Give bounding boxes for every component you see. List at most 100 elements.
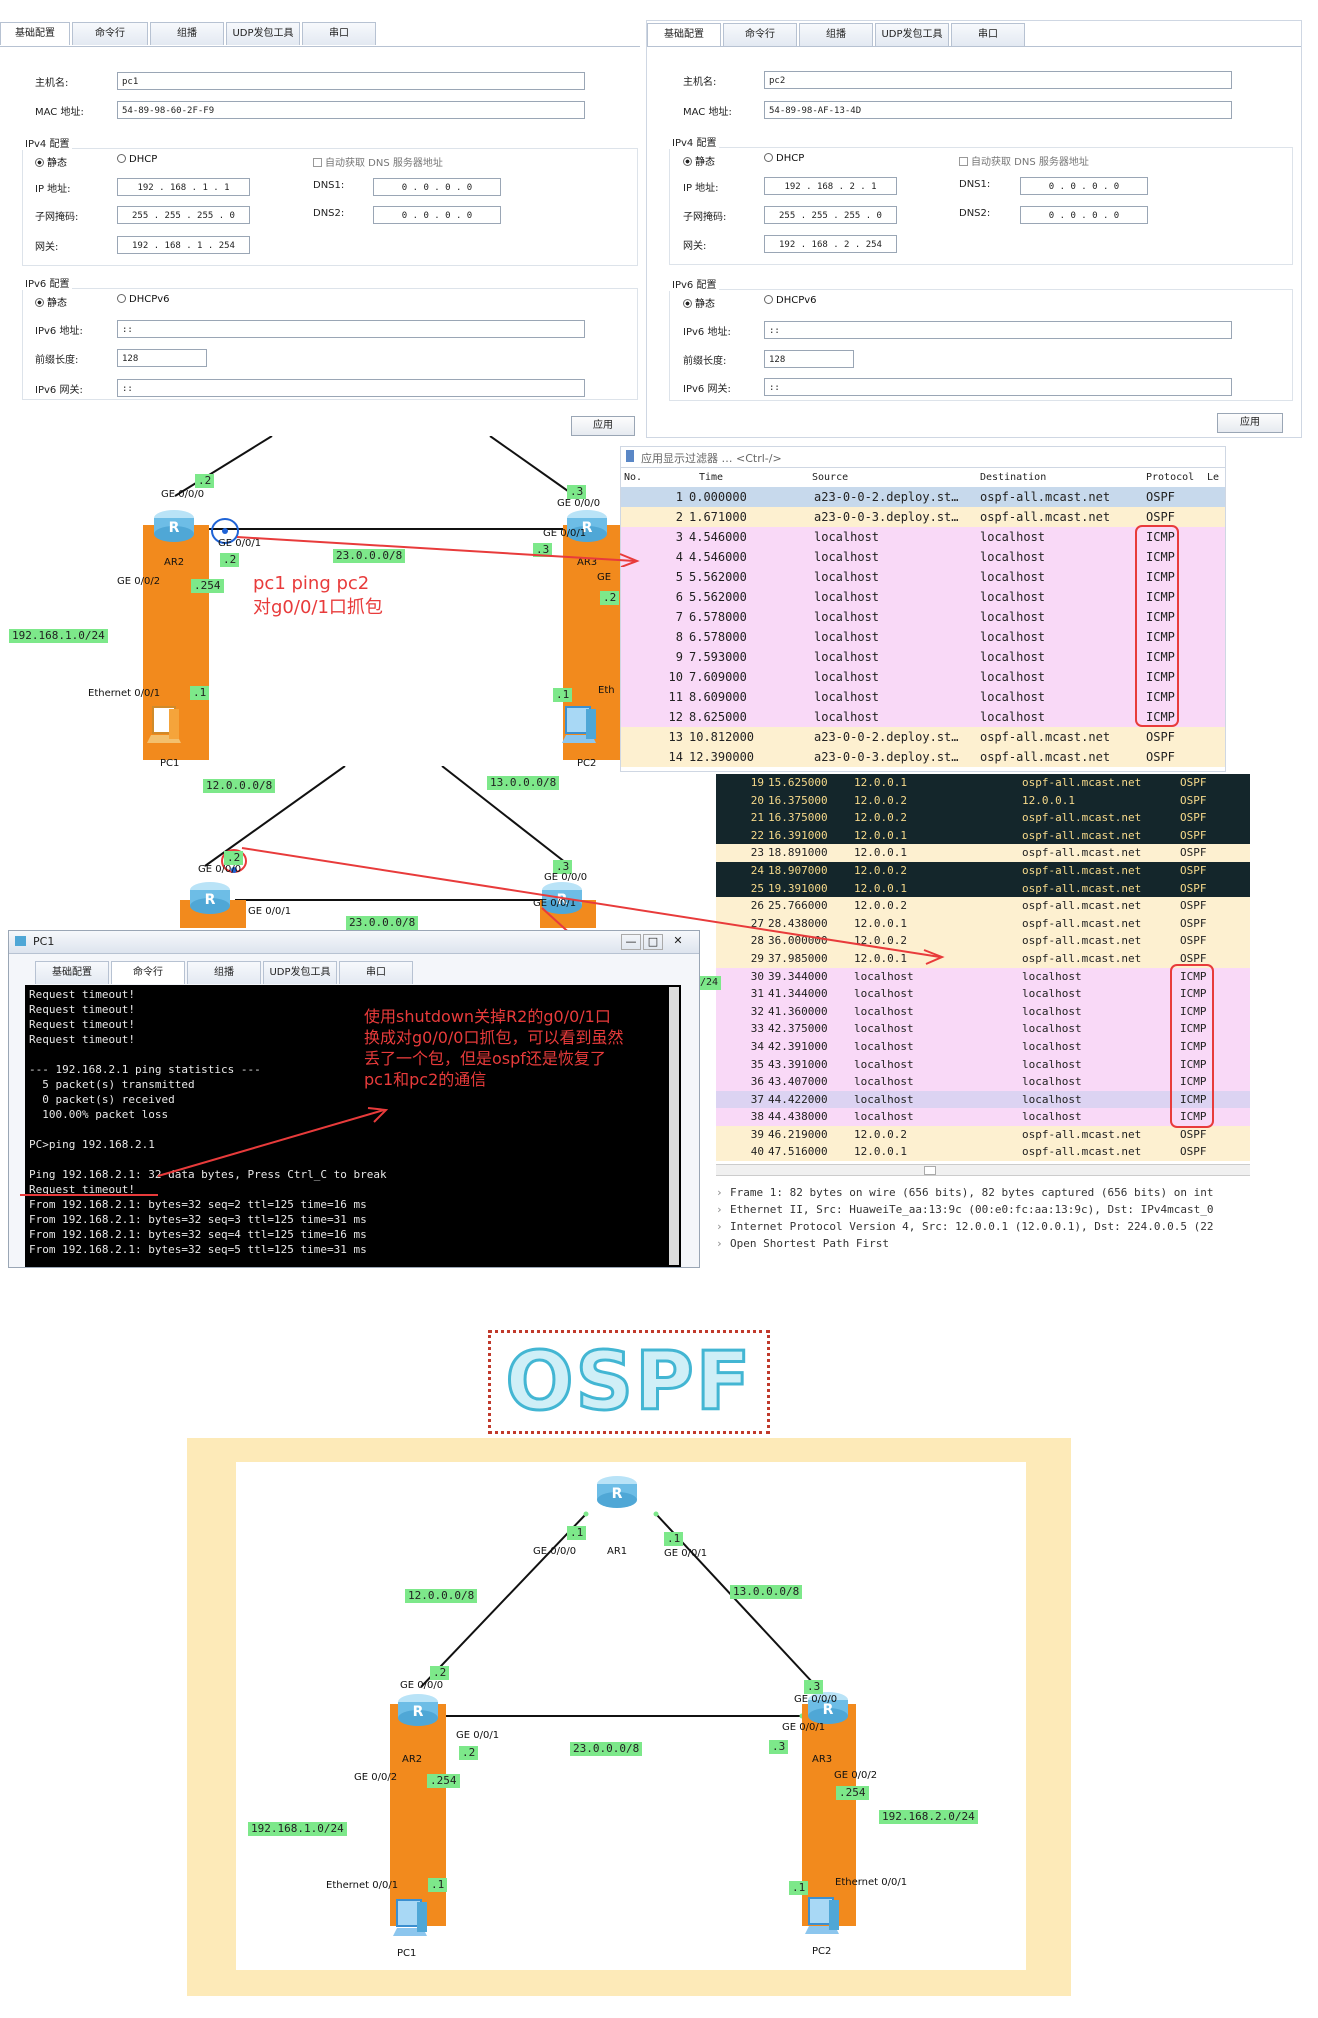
- packet-detail-line[interactable]: ›Frame 1: 82 bytes on wire (656 bits), 8…: [716, 1184, 1250, 1201]
- prefix-input[interactable]: 128: [764, 350, 854, 368]
- tab-cli[interactable]: 命令行: [723, 23, 797, 46]
- filter-bar[interactable]: 应用显示过滤器 … <Ctrl-/>: [621, 447, 1225, 468]
- ipv6-addr-input[interactable]: ::: [117, 320, 585, 338]
- tab-cli[interactable]: 命令行: [72, 22, 148, 45]
- tab-basic[interactable]: 基础配置: [35, 961, 109, 984]
- hostname-input[interactable]: pc2: [764, 71, 1232, 89]
- cli-scrollbar[interactable]: [669, 987, 679, 1265]
- col-no[interactable]: No.: [624, 472, 643, 483]
- ipv6-addr-input[interactable]: ::: [764, 321, 1232, 339]
- col-length[interactable]: Le: [1207, 472, 1220, 483]
- tab-multicast[interactable]: 组播: [150, 22, 224, 45]
- dns-auto-checkbox[interactable]: 自动获取 DNS 服务器地址: [313, 154, 443, 169]
- gateway-input[interactable]: 192 . 168 . 1 . 254: [117, 236, 250, 254]
- dns1-input[interactable]: 0 . 0 . 0 . 0: [373, 178, 501, 196]
- mask-input[interactable]: 255 . 255 . 255 . 0: [117, 206, 250, 224]
- prefix-input[interactable]: 128: [117, 349, 207, 367]
- dhcp-radio[interactable]: DHCP: [117, 154, 157, 165]
- tab-serial[interactable]: 串口: [339, 961, 413, 984]
- chevron-right-icon[interactable]: ›: [716, 1203, 723, 1216]
- ipv6-gw-input[interactable]: ::: [117, 379, 585, 397]
- dns2-input[interactable]: 0 . 0 . 0 . 0: [1020, 206, 1148, 224]
- hostname-input[interactable]: pc1: [117, 72, 585, 90]
- maximize-button[interactable]: □: [643, 934, 663, 950]
- dhcpv6-radio[interactable]: DHCPv6: [764, 295, 817, 306]
- static-radio[interactable]: 静态: [35, 154, 67, 169]
- col-protocol[interactable]: Protocol: [1146, 472, 1195, 483]
- ipv6-gw-input[interactable]: ::: [764, 378, 1232, 396]
- minimize-button[interactable]: —: [621, 934, 641, 950]
- close-button[interactable]: ✕: [673, 934, 683, 947]
- pc2-apply-button[interactable]: 应用: [1217, 413, 1283, 433]
- col-source[interactable]: Source: [812, 472, 849, 483]
- window-titlebar[interactable]: PC1 — □ ✕: [9, 931, 699, 954]
- tab-basic[interactable]: 基础配置: [647, 23, 721, 46]
- dhcp-radio[interactable]: DHCP: [764, 153, 804, 164]
- col-destination[interactable]: Destination: [980, 472, 1047, 483]
- mac-input[interactable]: 54-89-98-60-2F-F9: [117, 101, 585, 119]
- dns2-input[interactable]: 0 . 0 . 0 . 0: [373, 206, 501, 224]
- packet-detail-line[interactable]: ›Open Shortest Path First: [716, 1235, 1250, 1252]
- tab-basic[interactable]: 基础配置: [0, 22, 70, 45]
- tab-udp[interactable]: UDP发包工具: [263, 961, 337, 984]
- dhcpv6-radio[interactable]: DHCPv6: [117, 294, 170, 305]
- col-time[interactable]: Time: [699, 472, 724, 483]
- dns1-input[interactable]: 0 . 0 . 0 . 0: [1020, 177, 1148, 195]
- static-radio[interactable]: 静态: [683, 153, 715, 168]
- mask-input[interactable]: 255 . 255 . 255 . 0: [764, 206, 897, 224]
- packet-detail-line[interactable]: ›Internet Protocol Version 4, Src: 12.0.…: [716, 1218, 1250, 1235]
- capture-2-scrollbar[interactable]: [716, 1164, 1250, 1176]
- tab-udp[interactable]: UDP发包工具: [875, 23, 949, 46]
- gateway-input[interactable]: 192 . 168 . 2 . 254: [764, 235, 897, 253]
- tab-cli[interactable]: 命令行: [111, 961, 185, 984]
- tab-serial[interactable]: 串口: [302, 22, 376, 45]
- ipv6-static-radio[interactable]: 静态: [35, 294, 67, 309]
- ipv6-static-radio[interactable]: 静态: [683, 295, 715, 310]
- tab-multicast[interactable]: 组播: [799, 23, 873, 46]
- packet-detail-line[interactable]: ›Ethernet II, Src: HuaweiTe_aa:13:9c (00…: [716, 1201, 1250, 1218]
- ip-input[interactable]: 192 . 168 . 2 . 1: [764, 177, 897, 195]
- cli-output[interactable]: Request timeout!Request timeout!Request …: [25, 985, 681, 1267]
- scrollbar-thumb[interactable]: [924, 1166, 936, 1175]
- tab-multicast[interactable]: 组播: [187, 961, 261, 984]
- mac-input[interactable]: 54-89-98-AF-13-4D: [764, 101, 1232, 119]
- tab-serial[interactable]: 串口: [951, 23, 1025, 46]
- chevron-right-icon[interactable]: ›: [716, 1237, 723, 1250]
- pc1-apply-button[interactable]: 应用: [571, 416, 635, 436]
- ip-input[interactable]: 192 . 168 . 1 . 1: [117, 178, 250, 196]
